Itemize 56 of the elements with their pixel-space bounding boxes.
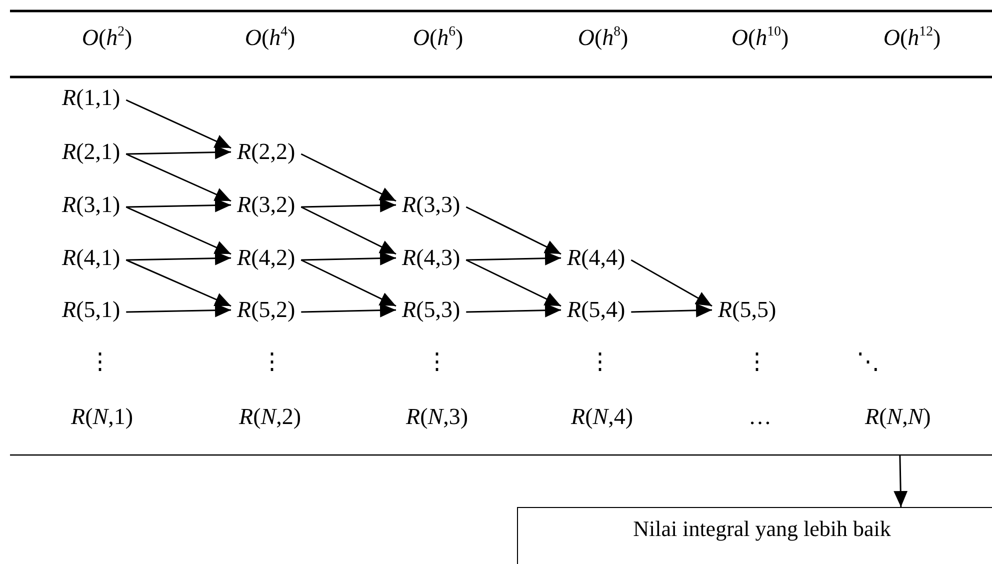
diagonal-ellipsis: ⋱ [856, 349, 880, 375]
matrix-entry: R(5,3) [396, 297, 466, 323]
result-box [517, 507, 992, 564]
arrow [466, 251, 562, 266]
vertical-ellipsis: ⋮ [426, 349, 448, 375]
arrow [126, 198, 232, 212]
arrow [126, 251, 232, 266]
order-heading: O(h$^{8}$) [578, 25, 628, 51]
order-heading: O(h$^{4}$) [244, 25, 296, 51]
arrow [300, 259, 396, 307]
arrow [126, 303, 232, 318]
matrix-entry: R(4,4) [561, 245, 632, 271]
matrix-entry: R(4,2) [231, 245, 302, 271]
arrow [126, 153, 232, 202]
vertical-ellipsis: ⋮ [746, 349, 768, 375]
arrow [466, 206, 562, 255]
order-heading: O(h$^{10}$) [731, 25, 789, 51]
matrix-entry: R(5,5) [712, 297, 782, 323]
arrow [301, 303, 396, 318]
arrow [466, 303, 562, 318]
arrow [126, 99, 232, 149]
matrix-entry: R(5,2) [231, 297, 302, 323]
matrix-entry: R(3,2) [231, 192, 302, 218]
matrix-entry: R(4,1) [56, 245, 126, 271]
arrow [300, 206, 396, 255]
matrix-entry: R(3,1) [56, 192, 126, 218]
matrix-entry: R(5,1) [56, 297, 126, 323]
matrix-entry: R(2,2) [231, 139, 302, 165]
order-heading: O(h$^{12}$) [883, 25, 941, 51]
arrow [126, 206, 232, 255]
arrow [466, 259, 562, 307]
result-text: Nilai integral yang lebih baik [633, 516, 891, 542]
arrow [301, 251, 396, 266]
matrix-entry: R(N,4) [571, 404, 633, 430]
horizontal-ellipsis: … [748, 404, 772, 430]
arrow [631, 303, 712, 318]
arrow [894, 454, 908, 508]
arrow [126, 259, 232, 307]
matrix-entry: R(N,N) [859, 404, 937, 430]
arrow [630, 259, 712, 307]
matrix-entry: R(N,2) [239, 404, 301, 430]
arrow [301, 198, 396, 212]
matrix-entry: R(N,1) [71, 404, 133, 430]
vertical-ellipsis: ⋮ [588, 349, 612, 375]
arrow [300, 153, 396, 202]
matrix-entry: R(3,3) [396, 192, 466, 218]
matrix-entry: R(5,4) [561, 297, 632, 323]
order-heading: O(h$^{6}$) [412, 25, 464, 51]
matrix-entry: R(4,3) [396, 245, 466, 271]
matrix-entry: R(2,1) [56, 139, 126, 165]
vertical-ellipsis: ⋮ [260, 349, 284, 375]
matrix-entry: R(N,3) [406, 404, 468, 430]
order-heading: O(h$^{2}$) [82, 25, 132, 51]
arrow [126, 145, 232, 160]
vertical-ellipsis: ⋮ [88, 349, 112, 375]
matrix-entry: R(1,1) [56, 85, 126, 111]
